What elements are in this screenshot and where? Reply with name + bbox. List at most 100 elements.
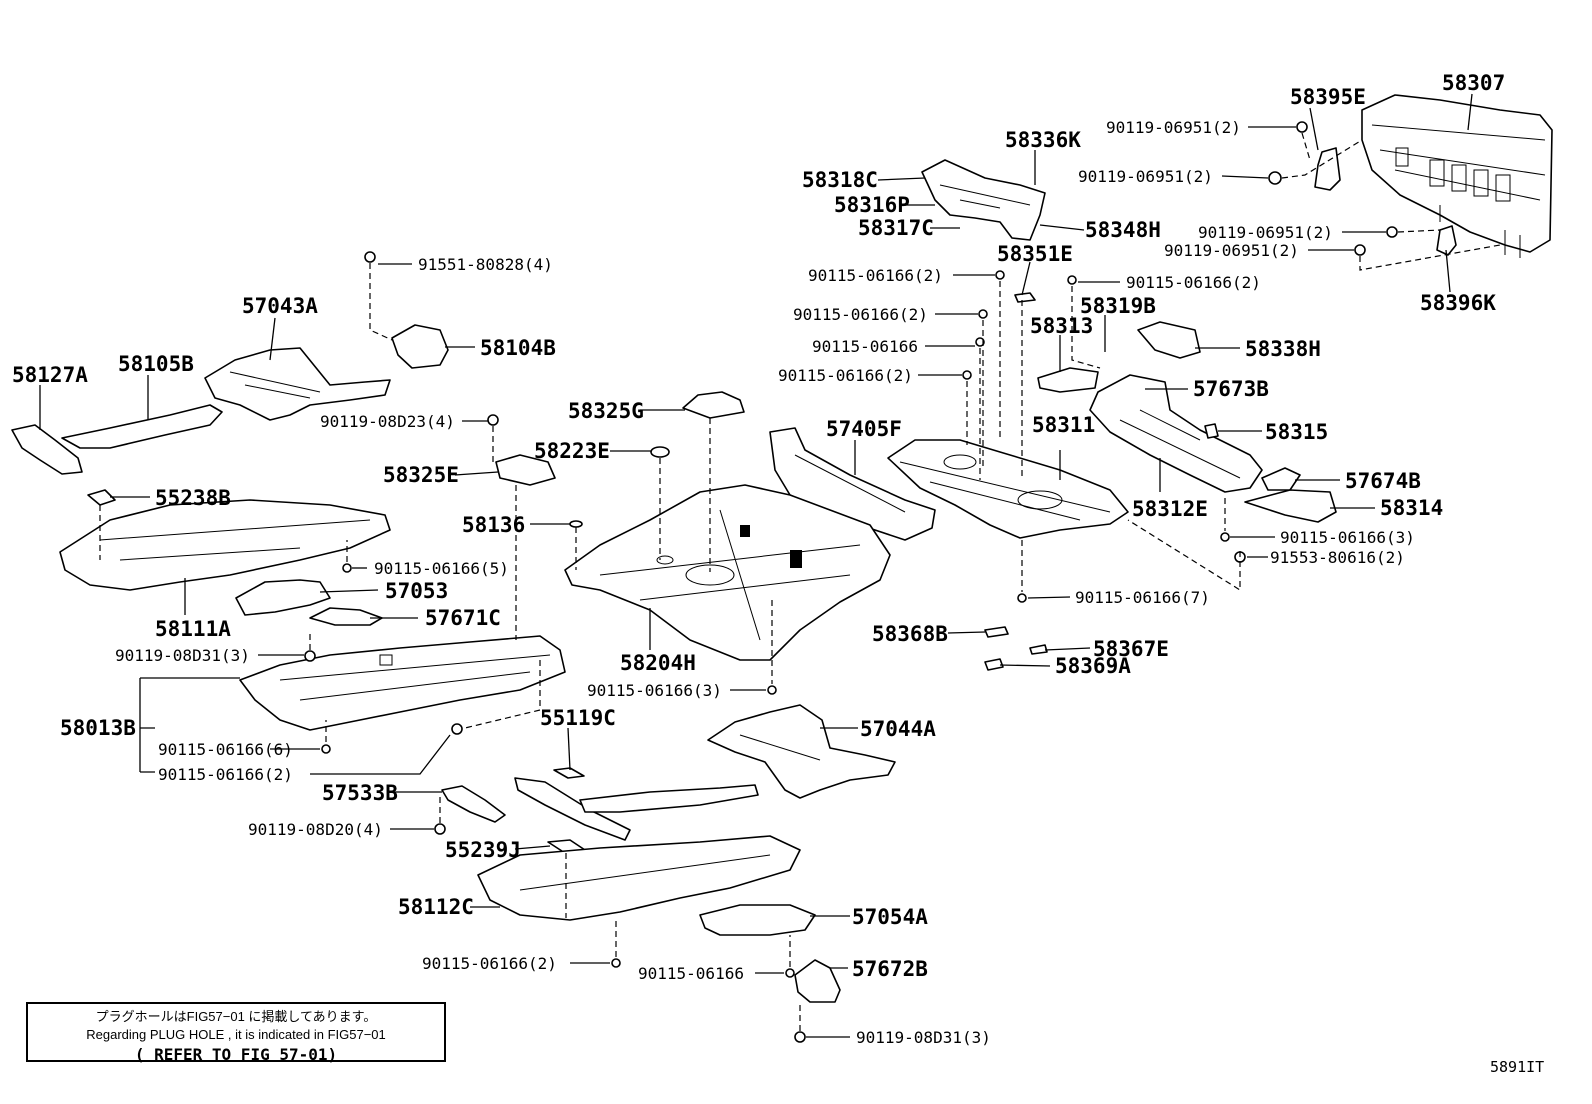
label-55239J: 55239J: [445, 838, 521, 862]
label-58307: 58307: [1442, 71, 1505, 95]
part-side-member-drawing: [514, 777, 631, 841]
part-58325E-drawing: [495, 454, 556, 486]
part-58136-drawing: [569, 520, 583, 528]
label-57054A: 57054A: [852, 905, 928, 929]
part-55119C-drawing: [553, 767, 585, 779]
fastener-label-11: 90119-08D23(4): [320, 412, 455, 431]
part-58325G-drawing: [682, 391, 745, 419]
leader-lines: [39, 93, 1473, 1038]
label-58136: 58136: [462, 513, 525, 537]
label-58316P: 58316P: [834, 193, 910, 217]
label-58204H: 58204H: [620, 651, 696, 675]
label-57043A: 57043A: [242, 294, 318, 318]
label-58336K: 58336K: [1005, 128, 1081, 152]
label-58367E: 58367E: [1093, 637, 1169, 661]
fastener-label-21: 90115-06166(2): [422, 954, 557, 973]
part-57671C-drawing: [309, 607, 383, 626]
label-57044A: 57044A: [860, 717, 936, 741]
label-58348H: 58348H: [1085, 218, 1161, 242]
label-58112C: 58112C: [398, 895, 474, 919]
label-58318C: 58318C: [802, 168, 878, 192]
part-57054A-drawing: [699, 904, 816, 936]
label-58223E: 58223E: [534, 439, 610, 463]
part-58112C-drawing: [477, 835, 801, 921]
fastener-label-19: 90115-06166(2): [158, 765, 293, 784]
label-57405F: 57405F: [826, 417, 902, 441]
fastener-label-5: 91551-80828(4): [418, 255, 553, 274]
label-58127A: 58127A: [12, 363, 88, 387]
part-57043A-drawing: [204, 347, 391, 421]
part-55238B-drawing: [87, 489, 116, 506]
fastener-label-10: 90115-06166(2): [778, 366, 913, 385]
part-58127A-drawing: [11, 424, 83, 475]
label-58312E: 58312E: [1132, 497, 1208, 521]
label-58369A: 58369A: [1055, 654, 1131, 678]
label-58315: 58315: [1265, 420, 1328, 444]
label-58104B: 58104B: [480, 336, 556, 360]
fastener-label-2: 90119-06951(2): [1078, 167, 1213, 186]
part-58395E-drawing: [1314, 147, 1341, 191]
label-57533B: 57533B: [322, 781, 398, 805]
fastener-label-16: 90119-08D31(3): [115, 646, 250, 665]
label-58338H: 58338H: [1245, 337, 1321, 361]
part-58223E-drawing: [650, 446, 670, 458]
label-58351E: 58351E: [997, 242, 1073, 266]
label-58013B: 58013B: [60, 716, 136, 740]
part-58111A-drawing: [59, 499, 391, 591]
fastener-label-3: 90119-06951(2): [1198, 223, 1333, 242]
label-57053: 57053: [385, 579, 448, 603]
label-57671C: 57671C: [425, 606, 501, 630]
fastener-label-8: 90115-06166(2): [793, 305, 928, 324]
part-58105B-drawing: [61, 404, 223, 449]
part-58368B-drawing: [984, 626, 1009, 638]
part-57533B-drawing: [441, 785, 506, 823]
part-58013B-drawing: [239, 635, 566, 731]
note-line-japanese: プラグホールはFIG57−01 に掲載してあります。: [95, 1009, 377, 1024]
label-55238B: 55238B: [155, 486, 231, 510]
plug-hole-note: プラグホールはFIG57−01 に掲載してあります。 Regarding PLU…: [26, 1002, 446, 1064]
part-58314-drawing: [1244, 489, 1337, 523]
fastener-label-12: 90115-06166(3): [1280, 528, 1415, 547]
note-line-english: Regarding PLUG HOLE , it is indicated in…: [86, 1027, 386, 1042]
label-58314: 58314: [1380, 496, 1443, 520]
part-58307-drawing: [1361, 94, 1553, 258]
fastener-icons: [304, 121, 1398, 1043]
part-58104B-drawing: [391, 324, 449, 369]
label-58311: 58311: [1032, 413, 1095, 437]
label-58325E: 58325E: [383, 463, 459, 487]
label-58111A: 58111A: [155, 617, 231, 641]
part-58336K-drawing: [921, 159, 1046, 241]
label-57673B: 57673B: [1193, 377, 1269, 401]
part-58367E-drawing: [1029, 644, 1048, 655]
part-57674B-drawing: [1261, 467, 1301, 491]
label-58368B: 58368B: [872, 622, 948, 646]
label-58396K: 58396K: [1420, 291, 1496, 315]
fastener-label-20: 90119-08D20(4): [248, 820, 383, 839]
label-57672B: 57672B: [852, 957, 928, 981]
label-58317C: 58317C: [858, 216, 934, 240]
part-58396K-drawing: [1436, 225, 1457, 256]
fastener-label-23: 90119-08D31(3): [856, 1028, 991, 1047]
label-58105B: 58105B: [118, 352, 194, 376]
fastener-label-13: 91553-80616(2): [1270, 548, 1405, 567]
fastener-label-15: 90115-06166(7): [1075, 588, 1210, 607]
label-58325G: 58325G: [568, 399, 644, 423]
fastener-label-17: 90115-06166(3): [587, 681, 722, 700]
part-58315-drawing: [1204, 423, 1219, 439]
fastener-label-18: 90115-06166(6): [158, 740, 293, 759]
fastener-label-1: 90119-06951(2): [1106, 118, 1241, 137]
part-58338H-drawing: [1137, 321, 1201, 359]
figure-code: 5891IT: [1490, 1058, 1545, 1076]
fastener-label-4: 90119-06951(2): [1164, 241, 1299, 260]
label-57674B: 57674B: [1345, 469, 1421, 493]
label-58319B: 58319B: [1080, 294, 1156, 318]
part-rail-drawing: [579, 784, 759, 813]
label-55119C: 55119C: [540, 706, 616, 730]
fastener-label-22: 90115-06166: [638, 964, 744, 983]
part-58369A-drawing: [984, 658, 1004, 671]
fastener-label-14: 90115-06166(5): [374, 559, 509, 578]
part-58312E-drawing: [1089, 374, 1263, 493]
part-57044A-drawing: [707, 704, 896, 799]
dashed-lines: [99, 132, 1501, 1031]
